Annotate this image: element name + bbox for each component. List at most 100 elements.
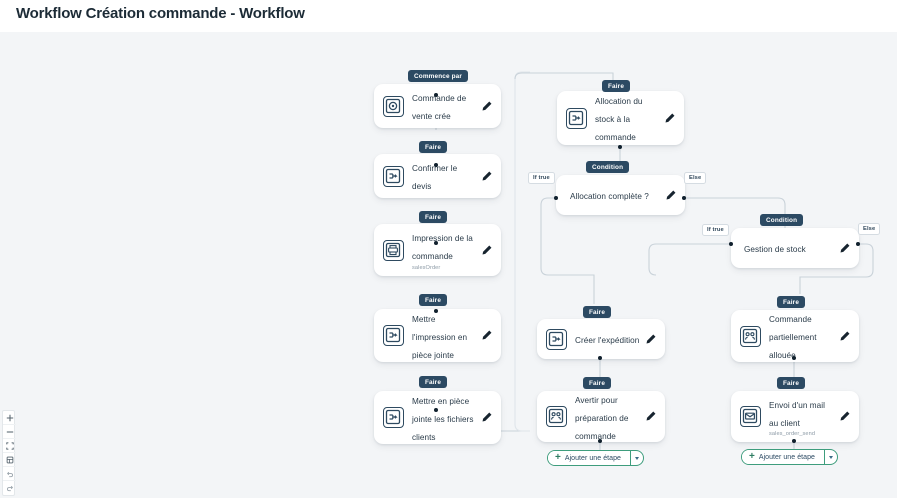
node-send-mail-client[interactable]: Envoi d'un mail au client sales_order_se… bbox=[731, 391, 859, 442]
node-allocation-complete[interactable]: Allocation complète ? bbox=[556, 175, 685, 215]
chevron-down-icon bbox=[634, 456, 639, 460]
node-title: Mettre l'impression en pièce jointe bbox=[412, 314, 468, 360]
edit-pencil-icon[interactable] bbox=[480, 244, 493, 257]
canvas-controls-toolbar[interactable] bbox=[2, 410, 16, 496]
node-title: Impression de la commande bbox=[412, 234, 473, 261]
printer-icon bbox=[383, 239, 404, 261]
node-text: Avertir pour préparation de commande bbox=[575, 390, 644, 444]
connector-dot bbox=[681, 195, 687, 201]
node-text: Mettre l'impression en pièce jointe bbox=[412, 309, 480, 363]
add-step-main[interactable]: + Ajouter une étape bbox=[742, 450, 824, 464]
node-text: Confirmer le devis bbox=[412, 158, 480, 194]
chevron-down-icon bbox=[828, 455, 833, 459]
edit-pencil-icon[interactable] bbox=[480, 329, 493, 342]
connector-dot bbox=[433, 308, 439, 314]
node-title: Gestion de stock bbox=[744, 245, 806, 254]
node-title: Mettre en pièce jointe les fichiers clie… bbox=[412, 396, 474, 442]
badge-if-true: If true bbox=[702, 224, 729, 237]
node-text: Envoi d'un mail au client sales_order_se… bbox=[769, 395, 838, 439]
action-arrow-icon bbox=[383, 325, 404, 346]
node-stock-allocation[interactable]: Allocation du stock à la commande bbox=[557, 91, 684, 145]
badge-do: Faire bbox=[419, 211, 448, 224]
connector-dot bbox=[433, 407, 439, 413]
add-step-dropdown[interactable] bbox=[823, 450, 837, 464]
page-title: Workflow Création commande - Workflow bbox=[16, 5, 305, 22]
node-stock-management[interactable]: Gestion de stock bbox=[731, 228, 859, 268]
connector-dot bbox=[617, 144, 623, 150]
badge-do: Faire bbox=[419, 376, 448, 389]
node-title: Avertir pour préparation de commande bbox=[575, 395, 629, 441]
badge-else: Else bbox=[684, 172, 707, 185]
badge-do: Faire bbox=[602, 80, 631, 93]
node-text: Mettre en pièce jointe les fichiers clie… bbox=[412, 391, 480, 445]
action-arrow-icon bbox=[546, 328, 567, 350]
edit-pencil-icon[interactable] bbox=[838, 242, 851, 255]
mail-icon bbox=[740, 406, 761, 427]
badge-if-true: If true bbox=[528, 172, 555, 185]
badge-do: Faire bbox=[419, 141, 448, 154]
connector-dot bbox=[433, 92, 439, 98]
connector-dot bbox=[791, 355, 797, 361]
node-text: Commande de vente crée bbox=[412, 88, 480, 124]
edit-pencil-icon[interactable] bbox=[663, 112, 676, 125]
node-sale-order-created[interactable]: Commande de vente crée bbox=[374, 84, 501, 128]
add-step-main[interactable]: + Ajouter une étape bbox=[548, 451, 630, 465]
connector-dot bbox=[433, 162, 439, 168]
connector-dot bbox=[433, 240, 439, 246]
edit-pencil-icon[interactable] bbox=[480, 411, 493, 424]
node-title: Confirmer le devis bbox=[412, 164, 458, 191]
node-attach-print[interactable]: Mettre l'impression en pièce jointe bbox=[374, 309, 501, 362]
node-text: Commande partiellement allouée bbox=[769, 309, 838, 363]
add-step-button-right[interactable]: + Ajouter une étape bbox=[741, 449, 838, 465]
node-subtitle: salesOrder bbox=[412, 264, 441, 271]
badge-condition: Condition bbox=[760, 214, 804, 227]
node-title: Envoi d'un mail au client bbox=[769, 400, 826, 428]
node-attach-customer-files[interactable]: Mettre en pièce jointe les fichiers clie… bbox=[374, 391, 501, 444]
undo-icon[interactable] bbox=[3, 467, 16, 481]
node-text: Impression de la commande salesOrder bbox=[412, 228, 480, 272]
edit-pencil-icon[interactable] bbox=[838, 410, 851, 423]
node-subtitle: sales_order_send bbox=[769, 431, 816, 437]
add-step-button-center[interactable]: + Ajouter une étape bbox=[547, 450, 644, 466]
badge-condition: Condition bbox=[586, 161, 630, 174]
add-step-dropdown[interactable] bbox=[629, 451, 643, 465]
node-title: Commande de vente crée bbox=[412, 94, 467, 121]
lock-icon[interactable] bbox=[3, 453, 16, 467]
edit-pencil-icon[interactable] bbox=[644, 333, 657, 346]
badge-start: Commence par bbox=[408, 70, 468, 83]
badge-do: Faire bbox=[419, 294, 448, 307]
node-title: Commande partiellement allouée bbox=[769, 315, 817, 360]
node-partially-allocated[interactable]: Commande partiellement allouée bbox=[731, 310, 859, 362]
node-text: Créer l'expédition bbox=[575, 330, 644, 348]
action-arrow-icon bbox=[383, 407, 404, 428]
node-create-shipment[interactable]: Créer l'expédition bbox=[537, 319, 665, 359]
redo-icon[interactable] bbox=[3, 481, 16, 495]
zoom-in-icon[interactable] bbox=[3, 411, 16, 425]
node-notify-preparation[interactable]: Avertir pour préparation de commande bbox=[537, 391, 665, 442]
node-confirm-quotation[interactable]: Confirmer le devis bbox=[374, 154, 501, 198]
fit-view-icon[interactable] bbox=[3, 439, 16, 453]
edit-pencil-icon[interactable] bbox=[838, 330, 851, 343]
badge-do: Faire bbox=[777, 296, 806, 309]
node-title: Créer l'expédition bbox=[575, 336, 640, 345]
zoom-out-icon[interactable] bbox=[3, 425, 16, 439]
plus-icon: + bbox=[749, 450, 755, 462]
action-arrow-icon bbox=[566, 107, 587, 129]
node-title: Allocation du stock à la commande bbox=[595, 97, 643, 142]
connector-dot bbox=[597, 438, 603, 444]
node-print-order[interactable]: Impression de la commande salesOrder bbox=[374, 224, 501, 276]
notify-icon bbox=[740, 325, 761, 347]
badge-else: Else bbox=[858, 223, 881, 236]
node-title: Allocation complète ? bbox=[570, 192, 649, 201]
edit-pencil-icon[interactable] bbox=[480, 100, 493, 113]
edit-pencil-icon[interactable] bbox=[480, 170, 493, 183]
badge-do: Faire bbox=[583, 306, 612, 319]
plus-icon: + bbox=[555, 451, 561, 463]
workflow-canvas[interactable]: Commence par Faire Faire Faire Faire Fai… bbox=[0, 32, 897, 498]
edit-pencil-icon[interactable] bbox=[664, 189, 677, 202]
edit-pencil-icon[interactable] bbox=[644, 410, 657, 423]
connector-dot bbox=[791, 438, 797, 444]
node-text: Allocation du stock à la commande bbox=[595, 91, 663, 145]
add-step-label: Ajouter une étape bbox=[564, 454, 621, 462]
